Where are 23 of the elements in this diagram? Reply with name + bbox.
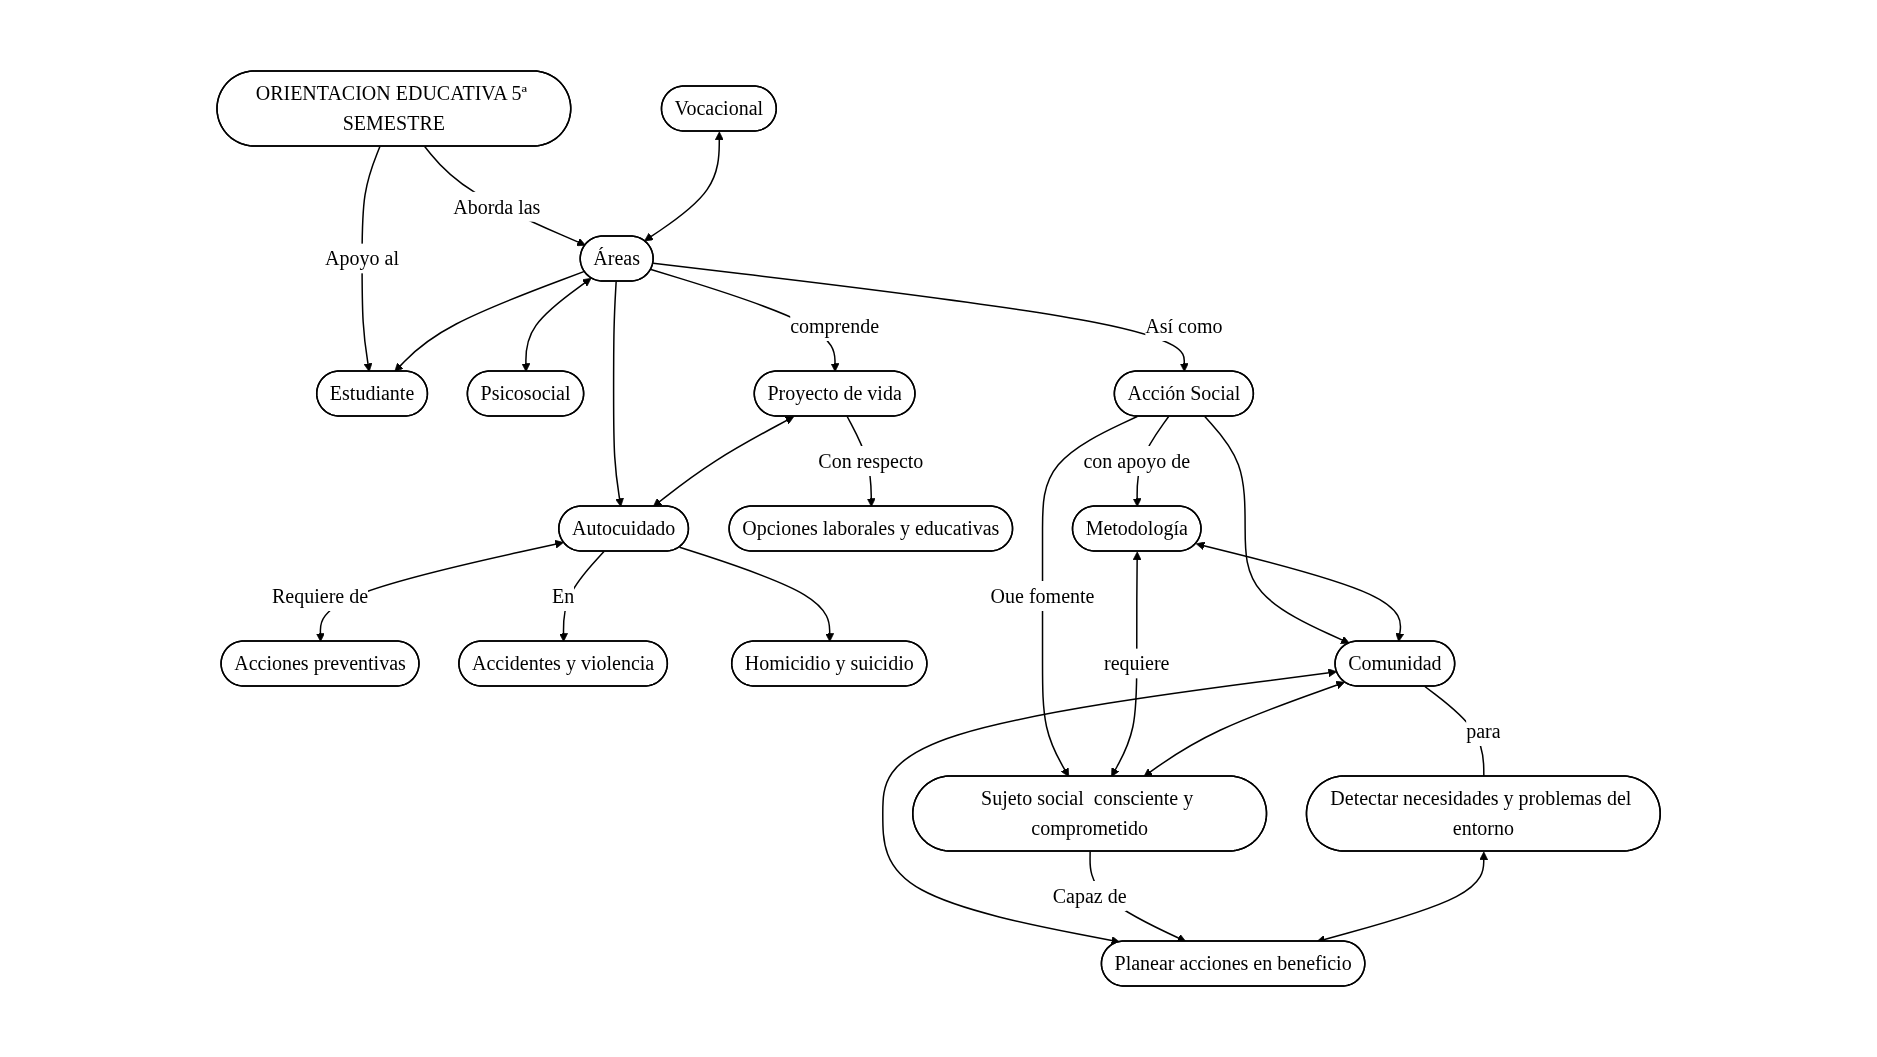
edge-label: En: [551, 584, 575, 607]
arrow: [423, 145, 586, 247]
arrow: [612, 280, 624, 507]
arrow: [1143, 680, 1345, 777]
arrow: [1203, 415, 1350, 644]
edge-label: Con respecto: [818, 449, 924, 472]
edge-label: con apoyo de: [1083, 449, 1190, 472]
arrow: [394, 270, 586, 372]
arrow: [644, 131, 724, 242]
arrow: [652, 416, 794, 507]
arrow: [521, 277, 592, 372]
edge-label: Aborda las: [453, 195, 541, 218]
arrow: [1041, 415, 1138, 777]
edge-label: Oue fomente: [990, 584, 1095, 607]
edge-label: comprende: [790, 315, 879, 337]
edge-label: requiere: [1103, 652, 1170, 675]
arrow: [678, 546, 834, 642]
edge-label: Así como: [1145, 315, 1223, 337]
edge-label: para: [1466, 719, 1501, 742]
arrow: [1195, 541, 1405, 642]
edge-label: Apoyo al: [325, 247, 399, 270]
edge-label: Capaz de: [1052, 884, 1127, 907]
edge-label: Requiere de: [271, 584, 368, 607]
